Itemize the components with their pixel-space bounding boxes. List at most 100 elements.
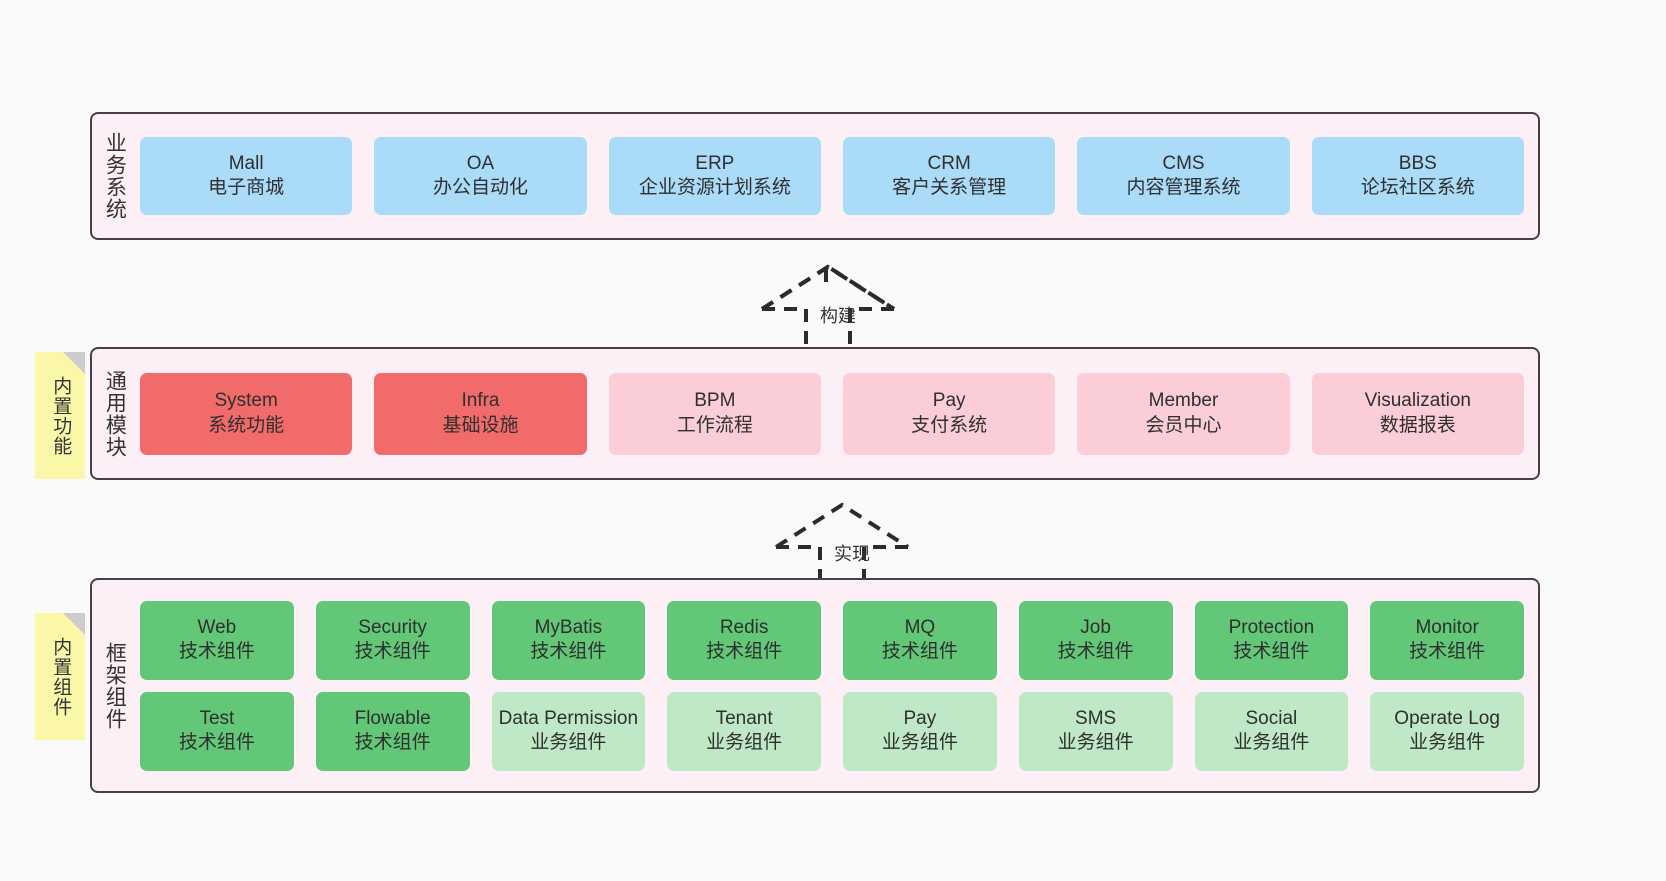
node-data-permission-title: Data Permission	[498, 707, 639, 729]
node-bbs[interactable]: BBS 论坛社区系统	[1311, 137, 1524, 215]
layer-title-common-module: 通用模块	[103, 369, 127, 458]
node-sms-title: SMS	[1075, 707, 1117, 729]
node-job-title: Job	[1080, 616, 1111, 638]
node-visualization-subtitle: 数据报表	[1379, 414, 1456, 436]
node-security-title: Security	[358, 616, 427, 638]
note-builtin-function: 内置功能	[35, 352, 85, 479]
node-erp-subtitle: 企业资源计划系统	[638, 177, 791, 198]
node-redis-subtitle: 技术组件	[706, 641, 783, 662]
node-mybatis-subtitle: 技术组件	[530, 641, 607, 662]
node-protection-subtitle: 技术组件	[1233, 641, 1310, 662]
node-cms[interactable]: CMS 内容管理系统	[1077, 137, 1290, 215]
node-mybatis-title: MyBatis	[534, 616, 603, 638]
node-oa[interactable]: OA 办公自动化	[374, 137, 587, 215]
layer-title-business-system: 业务系统	[103, 132, 127, 220]
framework-row-business: Test 技术组件 Flowable 技术组件 Data Permission …	[140, 691, 1524, 771]
node-erp-title: ERP	[695, 152, 735, 174]
layer-body-framework-component: Web 技术组件 Security 技术组件 MyBatis 技术组件 Redi…	[136, 580, 1538, 791]
node-system-subtitle: 系统功能	[208, 414, 285, 436]
node-operate-log[interactable]: Operate Log 业务组件	[1370, 691, 1524, 771]
layer-common-module: 通用模块 System 系统功能 Infra 基础设施 BPM 工作流程 Pay…	[90, 347, 1540, 480]
note-fold-corner-icon	[63, 613, 85, 635]
node-erp[interactable]: ERP 企业资源计划系统	[608, 137, 821, 215]
business-system-row: Mall 电子商城 OA 办公自动化 ERP 企业资源计划系统 CRM 客户关系…	[140, 137, 1524, 215]
node-web-subtitle: 技术组件	[178, 641, 255, 662]
node-flowable[interactable]: Flowable 技术组件	[315, 691, 470, 771]
node-mall[interactable]: Mall 电子商城	[140, 137, 353, 215]
node-system-title: System	[214, 390, 278, 412]
node-member-title: Member	[1148, 390, 1219, 412]
common-module-row: System 系统功能 Infra 基础设施 BPM 工作流程 Pay 支付系统…	[140, 372, 1524, 455]
node-protection-title: Protection	[1228, 616, 1315, 638]
node-mybatis[interactable]: MyBatis 技术组件	[491, 600, 646, 680]
node-monitor-title: Monitor	[1415, 616, 1479, 638]
node-monitor-subtitle: 技术组件	[1409, 641, 1486, 662]
node-infra[interactable]: Infra 基础设施	[374, 372, 587, 455]
arrow-build-label: 构建	[820, 306, 856, 326]
node-data-permission[interactable]: Data Permission 业务组件	[491, 691, 646, 771]
node-bpm-title: BPM	[694, 390, 736, 412]
node-mq-subtitle: 技术组件	[881, 641, 958, 662]
node-test-title: Test	[199, 707, 235, 729]
node-cms-title: CMS	[1162, 152, 1205, 174]
node-tenant-subtitle: 业务组件	[706, 732, 783, 753]
node-pay-module-subtitle: 支付系统	[911, 414, 988, 436]
node-data-permission-subtitle: 业务组件	[530, 732, 607, 753]
node-sms[interactable]: SMS 业务组件	[1018, 691, 1173, 771]
node-mq[interactable]: MQ 技术组件	[843, 600, 997, 680]
node-redis[interactable]: Redis 技术组件	[667, 600, 821, 680]
node-mall-subtitle: 电子商城	[208, 177, 285, 198]
node-visualization[interactable]: Visualization 数据报表	[1311, 372, 1524, 455]
note-builtin-function-label: 内置功能	[50, 375, 72, 456]
node-bpm-subtitle: 工作流程	[676, 414, 753, 436]
node-pay-component[interactable]: Pay 业务组件	[843, 691, 997, 771]
node-infra-title: Infra	[461, 390, 500, 412]
node-visualization-title: Visualization	[1364, 390, 1471, 412]
node-bpm[interactable]: BPM 工作流程	[608, 372, 821, 455]
node-mall-title: Mall	[228, 152, 264, 174]
node-crm[interactable]: CRM 客户关系管理	[842, 137, 1056, 215]
arrow-implement-label: 实现	[834, 544, 870, 564]
framework-row-technical: Web 技术组件 Security 技术组件 MyBatis 技术组件 Redi…	[140, 600, 1524, 680]
node-member-subtitle: 会员中心	[1145, 414, 1222, 436]
node-web[interactable]: Web 技术组件	[140, 600, 294, 680]
node-job[interactable]: Job 技术组件	[1018, 600, 1173, 680]
node-flowable-subtitle: 技术组件	[354, 732, 431, 753]
node-security-subtitle: 技术组件	[354, 641, 431, 662]
node-security[interactable]: Security 技术组件	[315, 600, 470, 680]
note-builtin-component-label: 内置组件	[50, 636, 72, 717]
note-builtin-component: 内置组件	[35, 613, 85, 740]
node-sms-subtitle: 业务组件	[1057, 732, 1134, 753]
node-test[interactable]: Test 技术组件	[140, 691, 294, 771]
node-monitor[interactable]: Monitor 技术组件	[1370, 600, 1524, 680]
arrow-build: 构建	[758, 262, 918, 358]
node-crm-title: CRM	[927, 152, 971, 174]
node-social-title: Social	[1245, 707, 1298, 729]
node-bbs-title: BBS	[1398, 152, 1437, 174]
layer-title-framework-component: 框架组件	[103, 641, 127, 730]
layer-body-business-system: Mall 电子商城 OA 办公自动化 ERP 企业资源计划系统 CRM 客户关系…	[136, 114, 1538, 238]
node-flowable-title: Flowable	[354, 707, 431, 729]
node-cms-subtitle: 内容管理系统	[1126, 177, 1241, 198]
node-pay-component-title: Pay	[903, 707, 937, 729]
node-oa-subtitle: 办公自动化	[432, 177, 528, 198]
node-web-title: Web	[197, 616, 237, 638]
node-protection[interactable]: Protection 技术组件	[1194, 600, 1349, 680]
node-social[interactable]: Social 业务组件	[1194, 691, 1349, 771]
node-tenant-title: Tenant	[715, 707, 773, 729]
node-oa-title: OA	[466, 152, 495, 174]
layer-business-system: 业务系统 Mall 电子商城 OA 办公自动化 ERP 企业资源计划系统 CRM…	[90, 112, 1540, 240]
node-pay-module[interactable]: Pay 支付系统	[842, 372, 1056, 455]
node-redis-title: Redis	[719, 616, 769, 638]
note-fold-corner-icon	[63, 352, 85, 374]
node-bbs-subtitle: 论坛社区系统	[1360, 177, 1475, 198]
node-pay-module-title: Pay	[932, 390, 966, 412]
node-social-subtitle: 业务组件	[1233, 732, 1310, 753]
node-system[interactable]: System 系统功能	[140, 372, 353, 455]
node-tenant[interactable]: Tenant 业务组件	[667, 691, 821, 771]
layer-body-common-module: System 系统功能 Infra 基础设施 BPM 工作流程 Pay 支付系统…	[136, 349, 1538, 478]
node-test-subtitle: 技术组件	[178, 732, 255, 753]
node-operate-log-title: Operate Log	[1394, 707, 1500, 729]
node-member[interactable]: Member 会员中心	[1077, 372, 1290, 455]
